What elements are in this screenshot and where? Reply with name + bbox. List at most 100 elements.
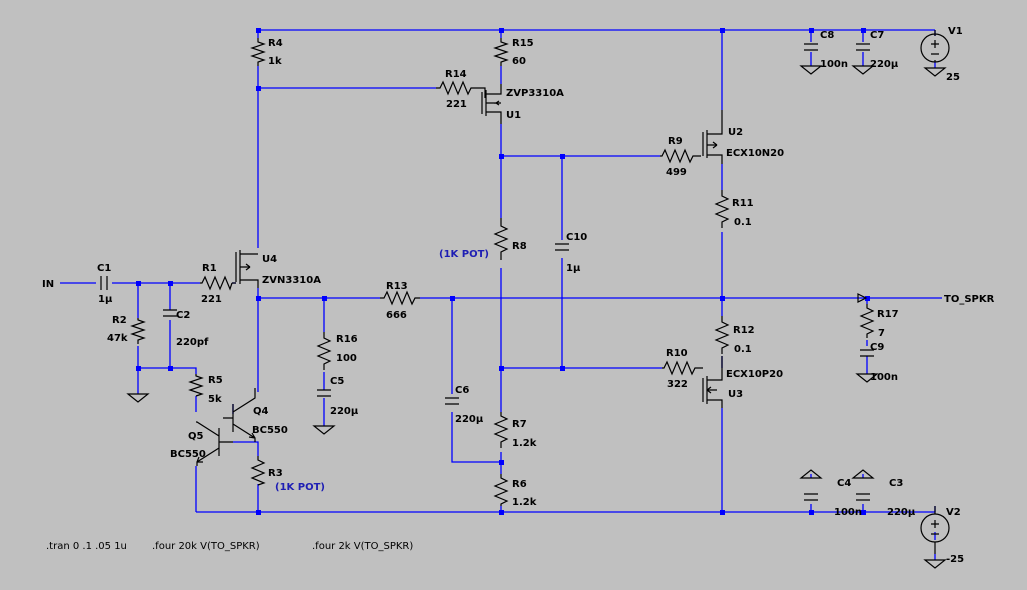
- c4-value: 100n: [834, 507, 862, 518]
- c4-symbol[interactable]: [804, 493, 818, 501]
- r9-name: R9: [668, 136, 683, 147]
- u3-name: U3: [728, 389, 743, 400]
- q5-name: Q5: [188, 431, 204, 442]
- c10-value: 1μ: [566, 263, 581, 274]
- r4-symbol[interactable]: [250, 38, 266, 66]
- r5-name: R5: [208, 375, 223, 386]
- ground-symbol: [855, 373, 879, 383]
- r15-symbol[interactable]: [493, 38, 509, 66]
- v1-name: V1: [948, 26, 963, 37]
- r3-pot: (1K POT): [275, 482, 325, 493]
- r7-symbol[interactable]: [493, 412, 509, 448]
- ground-symbol: [799, 469, 823, 479]
- u2-part: ECX10N20: [726, 148, 784, 159]
- c7-value: 220μ: [870, 59, 899, 70]
- net-labels: IN TO_SPKR: [42, 279, 995, 305]
- q4-symbol[interactable]: [223, 388, 256, 442]
- c7-name: C7: [870, 30, 884, 41]
- r14-value: 221: [446, 99, 467, 110]
- four-2k-directive: .four 2k V(TO_SPKR): [312, 541, 413, 552]
- u4-part: ZVN3310A: [262, 275, 321, 286]
- r10-symbol[interactable]: [662, 360, 703, 376]
- r1-symbol[interactable]: [200, 275, 233, 291]
- r8-symbol[interactable]: [493, 218, 509, 260]
- c6-value: 220μ: [455, 414, 484, 425]
- c3-symbol[interactable]: [856, 493, 870, 501]
- r16-symbol[interactable]: [316, 332, 332, 370]
- v1-symbol[interactable]: [920, 30, 950, 63]
- q5-symbol[interactable]: [196, 421, 233, 466]
- component-labels: R4 1k R15 60 R14 221 ZVP3310A U1 U2 ECX1…: [97, 26, 964, 565]
- ground-symbol: [923, 559, 947, 569]
- v2-symbol[interactable]: [920, 506, 950, 554]
- q5-part: BC550: [170, 449, 206, 460]
- r12-name: R12: [733, 325, 755, 336]
- u3-part: ECX10P20: [726, 369, 783, 380]
- r6-symbol[interactable]: [493, 474, 509, 506]
- r3-symbol[interactable]: [250, 456, 266, 486]
- r8-pot: (1K POT): [439, 249, 489, 260]
- c9-symbol[interactable]: [860, 349, 874, 357]
- v1-value: 25: [946, 72, 960, 83]
- output-port-symbol: [857, 293, 868, 303]
- u2-symbol[interactable]: [702, 110, 723, 164]
- r11-symbol[interactable]: [714, 190, 730, 228]
- ground-symbol: [312, 425, 336, 435]
- r8-name: R8: [512, 241, 527, 252]
- r10-name: R10: [666, 348, 688, 359]
- ground-symbol: [851, 65, 875, 75]
- r16-name: R16: [336, 334, 358, 345]
- c4-name: C4: [837, 478, 851, 489]
- r9-value: 499: [666, 167, 687, 178]
- u3-symbol[interactable]: [702, 356, 723, 408]
- c8-symbol[interactable]: [804, 43, 818, 51]
- tran-directive: .tran 0 .1 .05 1u: [46, 541, 127, 552]
- r4-name: R4: [268, 38, 283, 49]
- r17-symbol[interactable]: [859, 304, 875, 338]
- r6-value: 1.2k: [512, 497, 537, 508]
- r7-value: 1.2k: [512, 438, 537, 449]
- c6-symbol[interactable]: [445, 397, 459, 405]
- c9-name: C9: [870, 342, 884, 353]
- r9-symbol[interactable]: [660, 148, 701, 164]
- u1-symbol[interactable]: [481, 84, 502, 124]
- u1-name: U1: [506, 110, 521, 121]
- r1-value: 221: [201, 294, 222, 305]
- r17-name: R17: [877, 309, 899, 320]
- r14-symbol[interactable]: [436, 80, 486, 98]
- r15-value: 60: [512, 56, 526, 67]
- r2-value: 47k: [107, 333, 128, 344]
- junctions: [136, 28, 870, 515]
- r15-name: R15: [512, 38, 534, 49]
- c5-symbol[interactable]: [317, 389, 331, 397]
- input-net-label: IN: [42, 279, 54, 290]
- u4-name: U4: [262, 254, 277, 265]
- r13-value: 666: [386, 310, 407, 321]
- r7-name: R7: [512, 419, 527, 430]
- c1-name: C1: [97, 263, 111, 274]
- r11-value: 0.1: [734, 217, 752, 228]
- c8-value: 100n: [820, 59, 848, 70]
- c7-symbol[interactable]: [856, 43, 870, 51]
- r13-symbol[interactable]: [380, 290, 420, 306]
- r10-value: 322: [667, 379, 688, 390]
- c1-symbol[interactable]: [100, 276, 108, 290]
- c1-value: 1μ: [98, 294, 113, 305]
- r11-name: R11: [732, 198, 754, 209]
- r14-name: R14: [445, 69, 467, 80]
- u4-symbol[interactable]: [232, 250, 259, 288]
- r2-symbol[interactable]: [130, 318, 146, 344]
- spice-directives: .tran 0 .1 .05 1u .four 20k V(TO_SPKR) .…: [46, 541, 413, 552]
- q4-name: Q4: [253, 406, 269, 417]
- r5-symbol[interactable]: [188, 374, 204, 397]
- c8-name: C8: [820, 30, 834, 41]
- v2-name: V2: [946, 507, 961, 518]
- u1-part: ZVP3310A: [506, 88, 564, 99]
- c2-symbol[interactable]: [163, 309, 177, 317]
- r16-value: 100: [336, 353, 357, 364]
- r12-symbol[interactable]: [714, 316, 730, 354]
- wires: [60, 29, 942, 560]
- c10-symbol[interactable]: [555, 243, 569, 251]
